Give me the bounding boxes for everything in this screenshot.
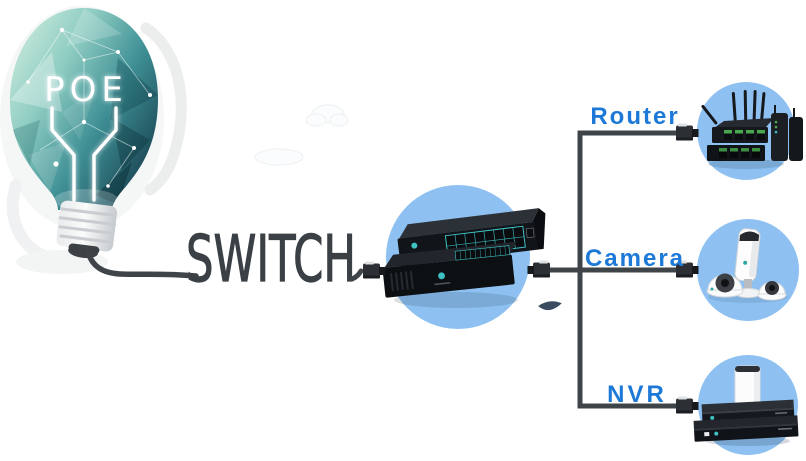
poe-label-glow: POE xyxy=(44,70,128,110)
branch-label-nvr: NVR xyxy=(607,381,667,408)
bulb-network-lines xyxy=(27,29,151,187)
branch-label-camera: Camera xyxy=(584,245,686,272)
poe-switch-illustration xyxy=(382,208,546,308)
rj45-plug-switch-output-icon xyxy=(527,260,550,278)
nvr-illustration xyxy=(693,365,799,446)
cloud-decoration-1 xyxy=(305,104,349,127)
swoosh-decoration-icon xyxy=(535,299,565,312)
bulb-illustration: POE POE xyxy=(0,6,187,274)
router-illustration xyxy=(701,89,803,169)
cloud-decoration-2 xyxy=(254,148,304,166)
rj45-plug-switch-input-icon xyxy=(363,261,386,279)
bulb-screw-base xyxy=(56,200,118,259)
branch-label-router: Router xyxy=(590,103,680,130)
poe-label: POE xyxy=(44,70,128,110)
power-cable xyxy=(85,249,199,279)
connection-lines xyxy=(549,130,676,409)
camera-illustration xyxy=(706,228,788,303)
switch-cable-tail xyxy=(349,268,364,282)
smoke-wisp-right-icon xyxy=(140,22,187,196)
bulb-network-dots xyxy=(26,27,152,188)
switch-label: SWITCH xyxy=(186,223,356,297)
bulb-filament-icon xyxy=(50,106,118,202)
